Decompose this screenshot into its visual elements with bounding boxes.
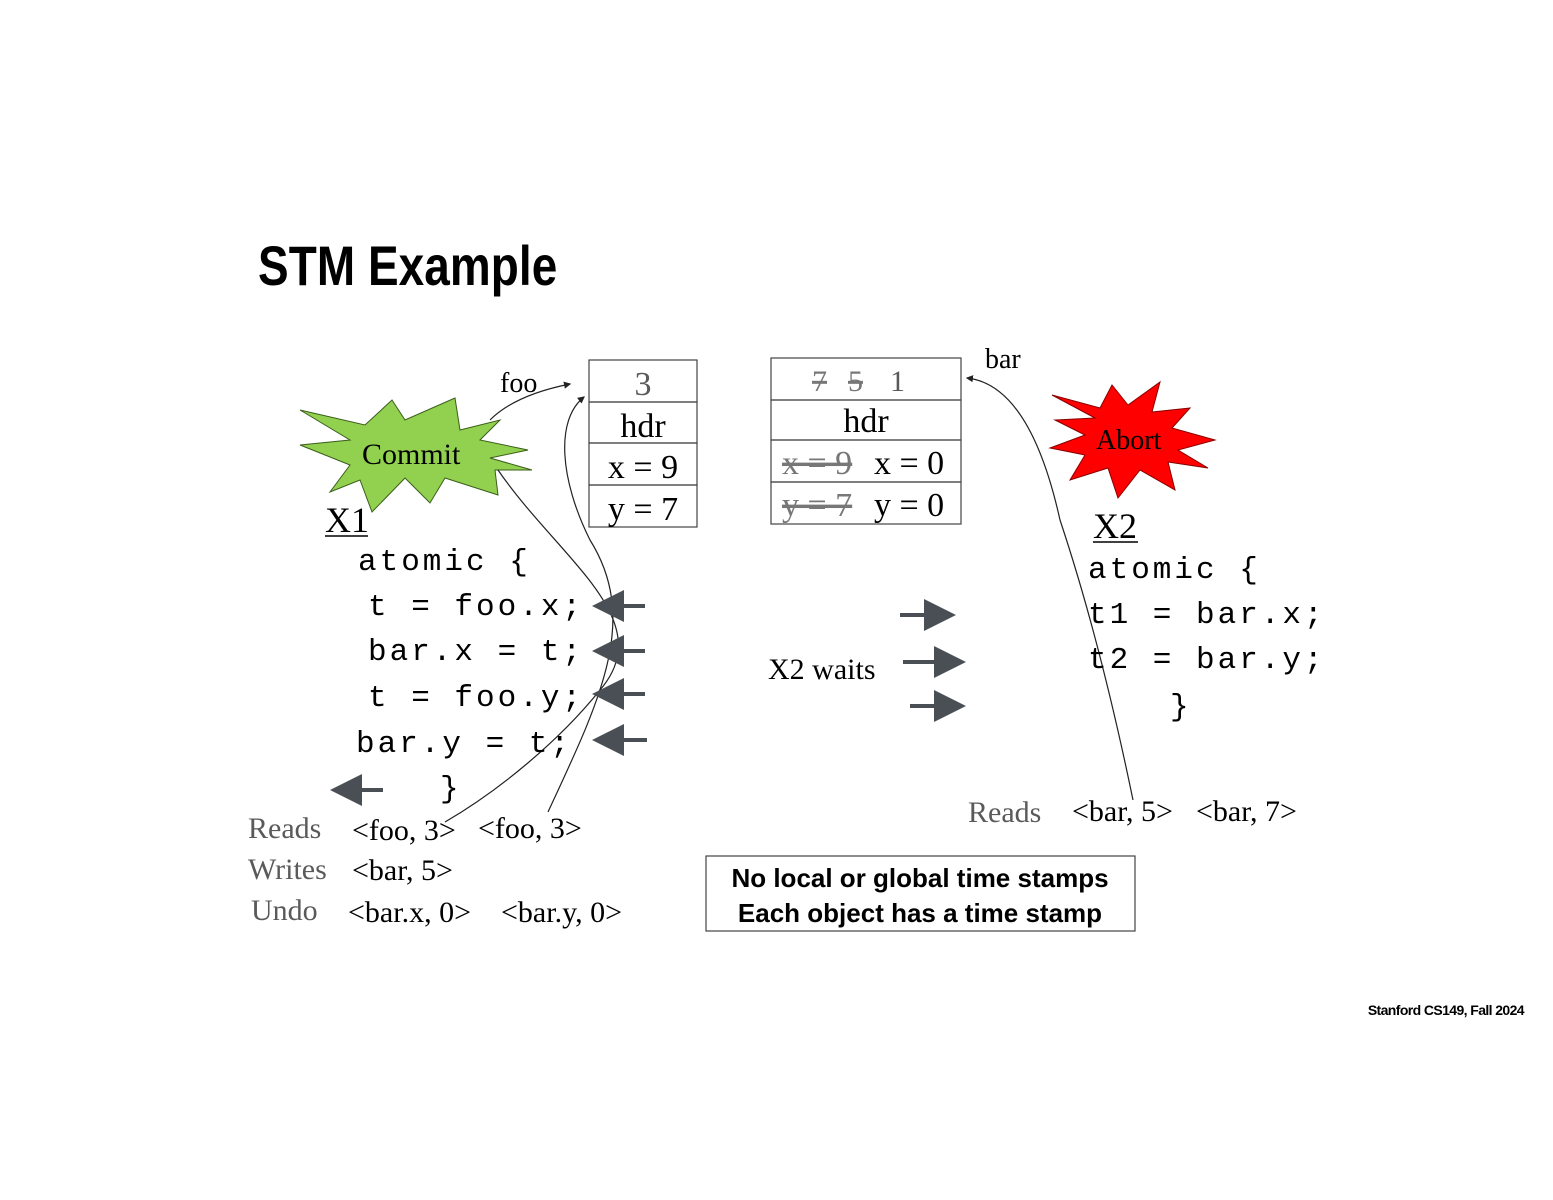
x2-read-entry: <bar, 5>: [1072, 795, 1173, 828]
bar-timestamp-old-5: 5: [848, 365, 863, 398]
code-line: t = foo.x;: [368, 590, 584, 625]
commit-label: Commit: [362, 438, 461, 471]
x1-read-entry: <foo, 3>: [352, 814, 456, 847]
foo-timestamp: 3: [635, 366, 652, 403]
code-line: bar.x = t;: [368, 635, 584, 670]
x1-undo-entry: <bar.y, 0>: [501, 896, 622, 929]
x1-undo-entry: <bar.x, 0>: [348, 896, 471, 929]
note-line: No local or global time stamps: [731, 863, 1108, 893]
abort-label: Abort: [1096, 425, 1162, 456]
bar-label: bar: [985, 344, 1021, 375]
bar-header: hdr: [843, 403, 889, 440]
x2-code: atomic { t1 = bar.x; t2 = bar.y; }: [1088, 553, 1326, 725]
x1-step-arrows: [330, 590, 647, 806]
x2-waits-label: X2 waits: [768, 653, 876, 686]
note-line: Each object has a time stamp: [738, 898, 1102, 928]
note-box: [705, 855, 1136, 932]
bar-y-old: y = 7: [782, 487, 852, 524]
x1-read-entry: <foo, 3>: [478, 812, 582, 845]
slide-footer: Stanford CS149, Fall 2024: [1368, 1002, 1525, 1018]
commit-starburst: [299, 397, 533, 513]
foo-label: foo: [500, 368, 537, 399]
code-line: }: [1170, 690, 1192, 725]
code-line: atomic {: [358, 545, 531, 580]
x2-label: X2: [1093, 506, 1137, 546]
code-line: t1 = bar.x;: [1088, 598, 1326, 633]
code-line: t2 = bar.y;: [1088, 643, 1326, 678]
code-line: }: [440, 772, 462, 807]
code-line: atomic {: [1088, 553, 1261, 588]
x1-code: atomic { t = foo.x; bar.x = t; t = foo.y…: [356, 545, 584, 807]
bar-x-value: x = 0: [874, 445, 944, 482]
x1-writes-label: Writes: [248, 853, 327, 886]
foo-y-value: y = 7: [608, 491, 678, 528]
x1-reads-label: Reads: [248, 812, 321, 845]
code-line: bar.y = t;: [356, 727, 572, 762]
abort-starburst: [1048, 380, 1217, 500]
x2-step-arrows: [900, 599, 966, 722]
x1-undo-label: Undo: [251, 894, 318, 927]
slide-title: STM Example: [258, 235, 557, 297]
foo-object-box: [588, 359, 698, 528]
bar-timestamp: 1: [890, 365, 905, 398]
bar-timestamp-old-7: 7: [812, 365, 827, 398]
x2-reads-label: Reads: [968, 796, 1041, 829]
code-line: t = foo.y;: [368, 681, 584, 716]
x1-write-entry: <bar, 5>: [352, 854, 453, 887]
bar-y-value: y = 0: [874, 487, 944, 524]
bar-x-old: x = 9: [782, 445, 852, 482]
x1-label: X1: [325, 500, 369, 540]
bar-object-box: [770, 357, 962, 525]
x2-read-entry: <bar, 7>: [1196, 795, 1297, 828]
foo-header: hdr: [620, 408, 666, 445]
foo-x-value: x = 9: [608, 449, 678, 486]
